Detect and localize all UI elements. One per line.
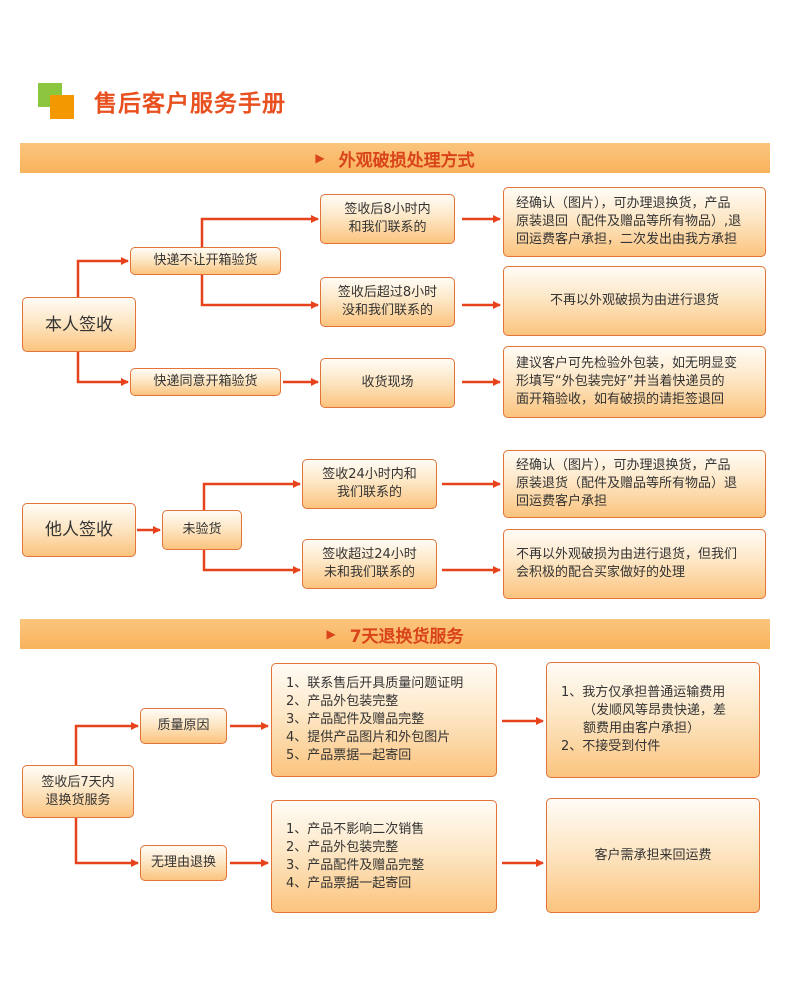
result-line: 原装退货（配件及赠品等所有物品）退 (516, 476, 738, 491)
node-label: 收货现场 (361, 375, 414, 390)
list-item: 4、提供产品图片和外包图片 (286, 730, 451, 745)
result-line: 回运费客户承担 (516, 494, 608, 509)
page-title: 售后客户服务手册 (94, 91, 286, 117)
list-item: 1、我方仅承担普通运输费用 (561, 685, 726, 700)
over-24h-node: 签收超过24小时未和我们联系的 (302, 539, 437, 589)
list-item: 额费用由客户承担） (583, 721, 701, 736)
list-item: 5、产品票据一起寄回 (286, 748, 412, 763)
quality-result: 1、我方仅承担普通运输费用 （发顺风等昂贵快递，差 额费用由客户承担） 2、不接… (546, 662, 760, 778)
no-reason-return-node: 无理由退换 (140, 845, 227, 881)
result-over-24h: 不再以外观破损为由进行退货，但我们会积极的配合买家做好的处理 (503, 529, 766, 599)
node-label: 本人签收 (45, 314, 113, 335)
list-item: 4、产品票据一起寄回 (286, 875, 412, 891)
node-line: 签收24小时内和 (322, 467, 417, 482)
inspect-on-site-node: 收货现场 (320, 358, 455, 408)
node-label: 快递同意开箱验货 (153, 374, 258, 389)
node-line: 签收后超过8小时 (337, 285, 438, 300)
section-banner-damage: ▶ 外观破损处理方式 (20, 143, 770, 173)
quality-reason-node: 质量原因 (140, 708, 227, 744)
no-reason-result: 客户需承担来回运费 (546, 798, 760, 913)
triangle-right-icon: ▶ (315, 151, 325, 165)
list-item: 3、产品配件及赠品完整 (286, 857, 425, 873)
no-open-inspection-node: 快递不让开箱验货 (130, 247, 281, 275)
list-item: 1、产品不影响二次销售 (286, 821, 425, 837)
result-line: 客户需承担来回运费 (594, 847, 712, 863)
over-8h-node: 签收后超过8小时没和我们联系的 (320, 277, 455, 327)
node-label: 质量原因 (157, 718, 210, 733)
within-8h-node: 签收后8小时内和我们联系的 (320, 194, 455, 244)
section-label: 7天退换货服务 (349, 626, 464, 647)
other-sign-node: 他人签收 (22, 503, 136, 557)
node-label: 他人签收 (45, 520, 113, 540)
seven-day-return-node: 签收后7天内退换货服务 (22, 765, 134, 818)
result-line: 不再以外观破损为由进行退货 (549, 293, 719, 308)
result-line: 经确认（图片），可办理退换货，产品 (516, 196, 731, 211)
allow-open-inspection-node: 快递同意开箱验货 (130, 368, 281, 396)
within-24h-node: 签收24小时内和我们联系的 (302, 459, 437, 509)
result-line: 形填写“外包装完好”并当着快递员的 (516, 374, 725, 389)
no-reason-requirements: 1、产品不影响二次销售 2、产品外包装完整 3、产品配件及赠品完整 4、产品票据… (271, 800, 497, 913)
node-line: 和我们联系的 (348, 220, 427, 235)
node-line: 没和我们联系的 (341, 303, 433, 318)
list-item: 2、产品外包装完整 (286, 694, 399, 709)
node-label: 无理由退换 (150, 855, 216, 870)
uninspected-node: 未验货 (162, 510, 242, 550)
list-item: 2、产品外包装完整 (286, 839, 399, 855)
result-line: 经确认（图片），可办理退换货，产品 (516, 458, 731, 473)
self-sign-node: 本人签收 (22, 297, 136, 352)
list-item: 2、不接受到付件 (561, 739, 661, 754)
node-line: 我们联系的 (336, 485, 402, 500)
section-banner-returns: ▶ 7天退换货服务 (20, 619, 770, 649)
node-label: 未验货 (182, 522, 222, 537)
triangle-right-icon: ▶ (326, 627, 336, 641)
result-line: 面开箱验收，如有破损的请拒签退回 (516, 392, 725, 407)
quality-requirements: 1、联系售后开具质量问题证明 2、产品外包装完整 3、产品配件及赠品完整 4、提… (271, 663, 497, 777)
node-line: 签收超过24小时 (322, 547, 417, 562)
logo-square-orange (50, 95, 74, 119)
node-line: 未和我们联系的 (323, 565, 415, 580)
list-item: 1、联系售后开具质量问题证明 (286, 676, 464, 691)
result-within-24h: 经确认（图片），可办理退换货，产品原装退货（配件及赠品等所有物品）退回运费客户承… (503, 450, 766, 518)
result-line: 建议客户可先检验外包装，如无明显变 (516, 356, 738, 371)
result-over-8h: 不再以外观破损为由进行退货 (503, 266, 766, 336)
result-within-8h: 经确认（图片），可办理退换货，产品原装退回（配件及赠品等所有物品）,退回运费客户… (503, 187, 766, 257)
node-line: 签收后7天内 (41, 774, 115, 790)
result-inspect-on-site: 建议客户可先检验外包装，如无明显变形填写“外包装完好”并当着快递员的面开箱验收，… (503, 346, 766, 418)
result-line: 不再以外观破损为由进行退货，但我们 (516, 547, 738, 562)
list-item: 3、产品配件及赠品完整 (286, 712, 425, 727)
node-label: 快递不让开箱验货 (153, 253, 258, 268)
result-line: 会积极的配合买家做好的处理 (516, 565, 686, 580)
result-line: 回运费客户承担，二次发出由我方承担 (516, 232, 738, 247)
result-line: 原装退回（配件及赠品等所有物品）,退 (516, 214, 742, 229)
node-line: 签收后8小时内 (344, 202, 431, 217)
section-label: 外观破损处理方式 (338, 150, 475, 171)
node-line: 退换货服务 (45, 792, 111, 808)
list-item: （发顺风等昂贵快递，差 (583, 703, 727, 718)
